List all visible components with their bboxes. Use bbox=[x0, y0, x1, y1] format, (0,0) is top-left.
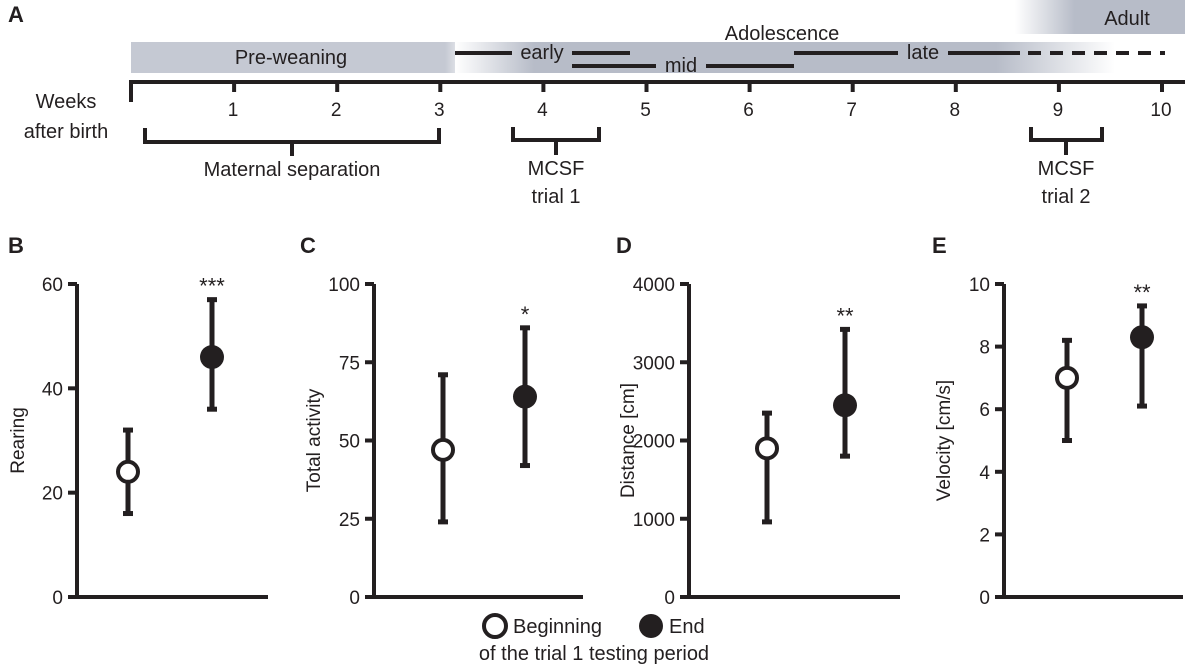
data-point-beginning bbox=[755, 436, 779, 461]
y-tick-label: 8 bbox=[979, 338, 990, 359]
y-tick-label: 20 bbox=[42, 484, 63, 505]
data-point-beginning bbox=[431, 437, 455, 462]
y-tick-label: 6 bbox=[979, 400, 990, 421]
data-point-end bbox=[200, 345, 224, 370]
y-axis-label: Total activity bbox=[304, 388, 325, 492]
y-tick-label: 2 bbox=[979, 525, 990, 546]
week-tick-label: 10 bbox=[1150, 100, 1171, 121]
week-ticks: 1 2 3 4 5 6 7 8 9 10 bbox=[228, 80, 1172, 121]
panel-letter-e: E bbox=[932, 233, 947, 258]
y-tick-label: 0 bbox=[979, 588, 990, 609]
mcsf-trial1-label-line2: trial 1 bbox=[532, 186, 581, 208]
data-point-end bbox=[1130, 325, 1154, 350]
timeline-panel: A Pre-weaning Adolescence Adult early mi… bbox=[8, 0, 1185, 208]
panel-letter-b: B bbox=[8, 233, 24, 258]
mid-label: mid bbox=[665, 55, 697, 77]
y-tick-label: 100 bbox=[328, 275, 360, 296]
mcsf-trial2-label-line1: MCSF bbox=[1038, 158, 1095, 180]
mcsf-trial1-label-line1: MCSF bbox=[528, 158, 585, 180]
data-point-end bbox=[513, 384, 537, 409]
mcsf-trial2-label-line2: trial 2 bbox=[1042, 186, 1091, 208]
maternal-separation-bracket bbox=[143, 128, 441, 156]
data-point-beginning bbox=[1055, 365, 1079, 390]
week-tick-label: 5 bbox=[640, 100, 651, 121]
y-axis-label: Rearing bbox=[8, 407, 29, 474]
y-axis-label: Distance [cm] bbox=[618, 383, 639, 498]
y-tick-label: 4 bbox=[979, 463, 990, 484]
week-tick-label: 7 bbox=[846, 100, 857, 121]
y-axis-label: Velocity [cm/s] bbox=[934, 380, 955, 501]
weeks-label-line2: after birth bbox=[24, 121, 108, 143]
y-tick-label: 0 bbox=[664, 588, 675, 609]
adult-band bbox=[1015, 0, 1185, 34]
late-label: late bbox=[907, 42, 939, 64]
y-tick-label: 1000 bbox=[633, 510, 675, 531]
y-tick-label: 10 bbox=[969, 275, 990, 296]
maternal-separation-label: Maternal separation bbox=[204, 159, 381, 181]
adult-label: Adult bbox=[1104, 8, 1150, 30]
week-tick-label: 3 bbox=[434, 100, 445, 121]
legend: Beginning End of the trial 1 testing per… bbox=[479, 613, 709, 665]
week-tick-label: 8 bbox=[950, 100, 961, 121]
significance-marker: *** bbox=[199, 274, 225, 299]
y-tick-label: 75 bbox=[339, 353, 360, 374]
data-point-beginning bbox=[116, 459, 140, 484]
y-tick-label: 50 bbox=[339, 432, 360, 453]
significance-marker: * bbox=[521, 302, 530, 327]
pre-weaning-label: Pre-weaning bbox=[235, 47, 347, 69]
data-point-end bbox=[833, 393, 857, 418]
y-tick-label: 25 bbox=[339, 510, 360, 531]
legend-end-marker bbox=[639, 614, 663, 638]
y-tick-label: 0 bbox=[349, 588, 360, 609]
y-tick-label: 2000 bbox=[633, 432, 675, 453]
legend-beginning-label: Beginning bbox=[513, 616, 602, 638]
y-tick-label: 4000 bbox=[633, 275, 675, 296]
panel-letter-d: D bbox=[616, 233, 632, 258]
week-tick-label: 1 bbox=[228, 100, 239, 121]
week-tick-label: 9 bbox=[1053, 100, 1064, 121]
weeks-label-line1: Weeks bbox=[36, 91, 97, 113]
significance-marker: ** bbox=[1133, 280, 1151, 305]
week-tick-label: 6 bbox=[743, 100, 754, 121]
legend-beginning-marker bbox=[482, 613, 508, 639]
significance-marker: ** bbox=[836, 303, 854, 328]
early-label: early bbox=[520, 42, 563, 64]
adolescence-label: Adolescence bbox=[725, 23, 840, 45]
legend-end-label: End bbox=[669, 616, 705, 638]
y-tick-label: 3000 bbox=[633, 353, 675, 374]
y-tick-label: 60 bbox=[42, 275, 63, 296]
pre-weaning-band bbox=[131, 42, 455, 73]
mcsf-trial2-bracket bbox=[1029, 127, 1104, 155]
mcsf-trial1-bracket bbox=[511, 127, 601, 155]
panel-letter-c: C bbox=[300, 233, 316, 258]
legend-caption: of the trial 1 testing period bbox=[479, 643, 709, 665]
y-tick-label: 0 bbox=[52, 588, 63, 609]
panel-letter-a: A bbox=[8, 2, 24, 27]
y-tick-label: 40 bbox=[42, 379, 63, 400]
week-tick-label: 2 bbox=[331, 100, 342, 121]
week-tick-label: 4 bbox=[537, 100, 548, 121]
